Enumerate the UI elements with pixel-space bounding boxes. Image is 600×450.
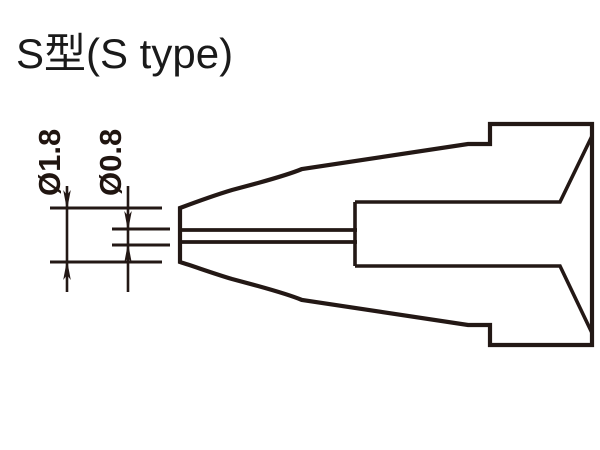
nozzle-outer-profile xyxy=(177,121,595,348)
arrowhead-outer-top xyxy=(63,190,71,210)
dimension-line-inner-diameter xyxy=(124,186,132,292)
arrowhead-inner-bottom xyxy=(124,243,132,263)
extension-lines-outer-diameter xyxy=(50,206,162,264)
dimension-label-inner-diameter-text: Ø0.8 xyxy=(93,129,128,196)
nozzle-bore-channel xyxy=(180,228,357,244)
dimension-label-outer-diameter: Ø1.8 xyxy=(32,129,67,196)
dimension-label-outer-diameter-text: Ø1.8 xyxy=(32,129,67,196)
nozzle-internal-chamber xyxy=(353,135,594,334)
arrowhead-inner-top xyxy=(124,211,132,231)
dimension-line-outer-diameter xyxy=(63,186,71,292)
drawing-title: S型(S type) xyxy=(16,30,233,77)
arrowhead-outer-bottom xyxy=(63,260,71,280)
dimension-label-inner-diameter: Ø0.8 xyxy=(93,129,128,196)
extension-lines-inner-diameter xyxy=(112,227,170,247)
